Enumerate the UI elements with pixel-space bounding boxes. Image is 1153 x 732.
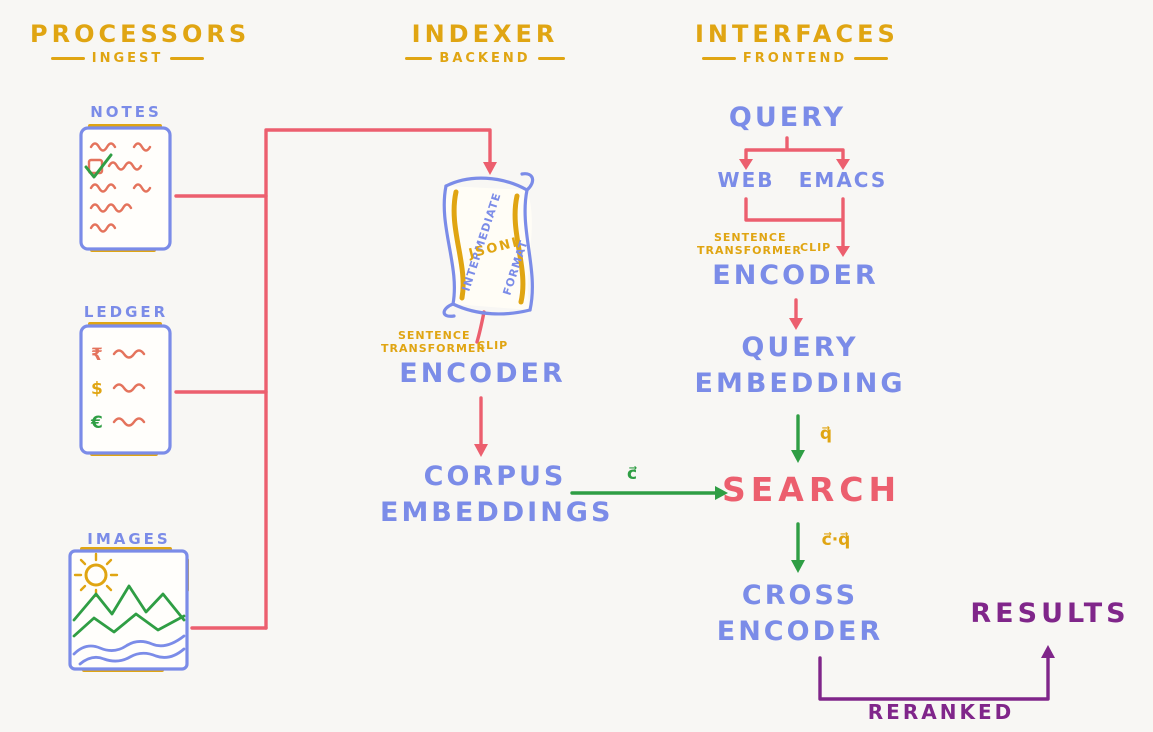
interfaces-model-clip: CLIP (800, 241, 832, 254)
query-vector-label: q⃗ (819, 424, 833, 444)
section-subtitle-row: BACKEND (405, 51, 565, 66)
dot-product-label: c⃗·q⃗ (821, 530, 851, 550)
subtitle-rule (854, 57, 889, 60)
images-label: IMAGES (87, 530, 171, 548)
subtitle-rule (701, 57, 736, 60)
notes-card-illustration (79, 124, 172, 252)
section-subtitle: FRONTEND (742, 51, 848, 66)
dollar-symbol: $ (91, 379, 103, 399)
reranked-label: RERANKED (867, 700, 1015, 724)
checkmark-icon (84, 153, 113, 179)
subtitle-rule (50, 57, 85, 60)
corpus-line: CORPUS (423, 461, 567, 492)
ledger-card-illustration: ₹ $ € (79, 322, 172, 456)
subtitle-rule (170, 57, 205, 60)
embeddings-line: EMBEDDINGS (380, 496, 614, 528)
indexer-model-transformer: TRANSFORMER (381, 342, 486, 355)
section-title: INTERFACES (695, 20, 899, 48)
purple-arrowhead (1041, 645, 1055, 658)
river-drawing (72, 634, 186, 666)
interfaces-model-transformer: TRANSFORMER (697, 244, 802, 257)
green-arrowheads (715, 450, 805, 573)
corpus-embeddings-label: CORPUS EMBEDDINGS (380, 459, 610, 531)
mountains-drawing (72, 584, 186, 638)
section-subtitle: BACKEND (439, 51, 531, 66)
query-embedding-line1: QUERY (741, 332, 859, 363)
search-label: SEARCH (722, 470, 902, 509)
query-label: QUERY (728, 102, 847, 133)
jsonl-scroll-illustration: INTERMEDIATE JSONL FORMAT (442, 172, 535, 318)
section-subtitle-row: INGEST (30, 51, 225, 66)
euro-symbol: € (90, 413, 103, 433)
ledger-label: LEDGER (83, 303, 169, 321)
query-embedding-line2: EMBEDDING (694, 367, 906, 399)
cross-encoder-line: ENCODER (716, 615, 884, 647)
emacs-label: EMACS (798, 168, 888, 192)
results-label: RESULTS (970, 598, 1130, 629)
notes-label: NOTES (90, 103, 162, 121)
indexer-encoder-label: ENCODER (399, 358, 566, 389)
indexer-model-sentence: SENTENCE (398, 329, 471, 342)
cross-encoder-label: CROSS ENCODER (685, 578, 915, 650)
purple-edges (818, 654, 1050, 701)
corpus-vector-label: c⃗ (626, 464, 638, 484)
web-label: WEB (717, 168, 775, 192)
section-header-indexer: INDEXER BACKEND (405, 20, 565, 66)
subtitle-rule (537, 57, 565, 60)
section-subtitle: INGEST (91, 51, 164, 66)
interfaces-model-sentence: SENTENCE (714, 231, 787, 244)
ledger-scribbles (112, 349, 146, 427)
cross-line: CROSS (741, 580, 859, 611)
section-title: PROCESSORS (30, 20, 251, 48)
rupee-symbol: ₹ (91, 345, 103, 365)
section-header-interfaces: INTERFACES FRONTEND (695, 20, 895, 66)
subtitle-rule (405, 57, 433, 60)
section-header-processors: PROCESSORS INGEST (30, 20, 251, 66)
images-card-illustration (68, 547, 189, 672)
interfaces-encoder-label: ENCODER (712, 260, 879, 291)
notes-scribbles (89, 142, 152, 233)
indexer-model-clip: CLIP (477, 339, 509, 352)
query-embedding-label: QUERY EMBEDDING (685, 330, 915, 402)
section-subtitle-row: FRONTEND (695, 51, 895, 66)
section-title: INDEXER (411, 20, 559, 48)
